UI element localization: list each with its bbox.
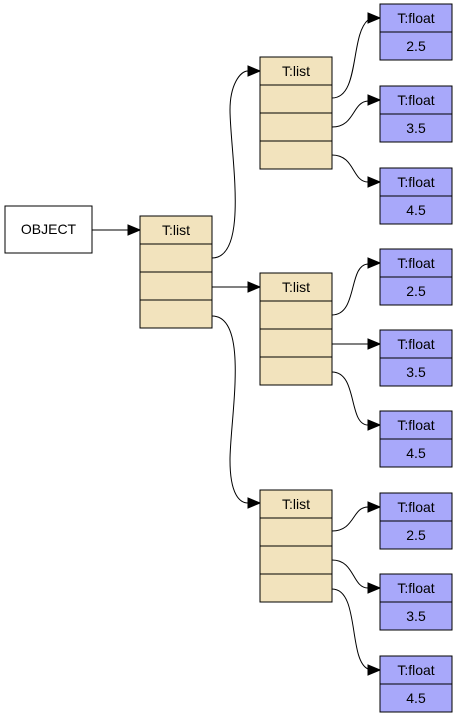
float-label: T:float xyxy=(397,417,434,433)
list-node-3: T:list xyxy=(259,489,333,603)
float-header xyxy=(379,573,453,603)
float-label: T:float xyxy=(397,336,434,352)
object-label: OBJECT xyxy=(21,221,77,237)
edge-main-to-list-3 xyxy=(211,315,249,504)
float-header xyxy=(379,492,453,522)
list-3-slot xyxy=(259,517,333,547)
float-header xyxy=(379,85,453,115)
edge-list-1-to-float-2 xyxy=(331,100,369,128)
list-node-1: T:list xyxy=(259,56,333,170)
arrowhead-list-3 xyxy=(247,497,262,509)
object-node: OBJECT xyxy=(4,205,93,254)
arrowhead-list-2-float-1 xyxy=(367,257,382,269)
float-value: 2.5 xyxy=(406,527,426,543)
float-header xyxy=(379,167,453,197)
float-header xyxy=(379,329,453,359)
edge-list-3-to-float-2 xyxy=(331,559,369,589)
float-node: T:float 2.5 xyxy=(379,3,453,61)
float-label: T:float xyxy=(397,662,434,678)
float-node: T:float 4.5 xyxy=(379,167,453,225)
list-3-slot xyxy=(259,545,333,575)
float-value-box xyxy=(379,195,453,225)
list-2-label: T:list xyxy=(282,279,310,295)
float-node: T:float 3.5 xyxy=(379,85,453,143)
float-node: T:float 4.5 xyxy=(379,410,453,468)
float-value-box xyxy=(379,683,453,713)
arrowhead-list-1-float-3 xyxy=(367,176,382,188)
list-1-header xyxy=(259,56,333,86)
arrowhead-list-3-float-3 xyxy=(367,664,382,676)
float-value: 4.5 xyxy=(406,445,426,461)
float-header xyxy=(379,655,453,685)
edge-list-2-to-float-3 xyxy=(331,371,369,426)
main-list-slot xyxy=(139,243,213,273)
list-1-slot xyxy=(259,84,333,114)
arrowhead-list-2 xyxy=(247,281,262,293)
list-3-label: T:list xyxy=(282,496,310,512)
float-label: T:float xyxy=(397,10,434,26)
float-header xyxy=(379,248,453,278)
float-label: T:float xyxy=(397,255,434,271)
edge-list-3-to-float-1 xyxy=(331,506,369,532)
float-node: T:float 4.5 xyxy=(379,655,453,713)
float-value: 3.5 xyxy=(406,120,426,136)
float-node: T:float 2.5 xyxy=(379,248,453,306)
edge-main-to-list-1 xyxy=(211,70,249,259)
main-list-node: T:list xyxy=(139,215,213,329)
arrowhead-list-1-float-2 xyxy=(367,94,382,106)
list-1-label: T:list xyxy=(282,63,310,79)
float-value-box xyxy=(379,357,453,387)
list-1-slot xyxy=(259,140,333,170)
float-value: 2.5 xyxy=(406,283,426,299)
arrowhead-list-1-float-1 xyxy=(367,12,382,24)
float-node: T:float 3.5 xyxy=(379,573,453,631)
arrowhead-list-1 xyxy=(247,65,262,77)
edge-list-3-to-float-3 xyxy=(331,588,369,670)
list-2-slot xyxy=(259,300,333,330)
edge-list-2-to-float-1 xyxy=(331,263,369,316)
edges xyxy=(92,12,382,676)
arrowhead-list-3-float-2 xyxy=(367,582,382,594)
float-label: T:float xyxy=(397,174,434,190)
float-label: T:float xyxy=(397,92,434,108)
main-list-slot xyxy=(139,271,213,301)
arrowhead-list-2-float-2 xyxy=(367,338,382,350)
float-label: T:float xyxy=(397,499,434,515)
arrowhead-list-3-float-1 xyxy=(367,501,382,513)
float-value-box xyxy=(379,113,453,143)
list-3-slot xyxy=(259,573,333,603)
float-value: 3.5 xyxy=(406,608,426,624)
float-value-box xyxy=(379,276,453,306)
float-value: 3.5 xyxy=(406,364,426,380)
float-value-box xyxy=(379,438,453,468)
list-1-slot xyxy=(259,112,333,142)
list-node-2: T:list xyxy=(259,272,333,386)
float-node: T:float 3.5 xyxy=(379,329,453,387)
edge-list-1-to-float-3 xyxy=(331,154,369,183)
object-box xyxy=(4,205,93,254)
float-value-box xyxy=(379,31,453,61)
arrowhead-list-2-float-3 xyxy=(367,419,382,431)
list-2-slot xyxy=(259,356,333,386)
float-value: 2.5 xyxy=(406,38,426,54)
float-value-box xyxy=(379,520,453,550)
float-value-box xyxy=(379,601,453,631)
float-value: 4.5 xyxy=(406,690,426,706)
edge-list-1-to-float-1 xyxy=(331,19,369,99)
arrowhead-main-list xyxy=(127,224,142,236)
main-list-header xyxy=(139,215,213,245)
list-2-slot xyxy=(259,328,333,358)
main-list-slot xyxy=(139,299,213,329)
float-label: T:float xyxy=(397,580,434,596)
main-list-label: T:list xyxy=(162,222,190,238)
float-node: T:float 2.5 xyxy=(379,492,453,550)
float-value: 4.5 xyxy=(406,202,426,218)
float-header xyxy=(379,410,453,440)
